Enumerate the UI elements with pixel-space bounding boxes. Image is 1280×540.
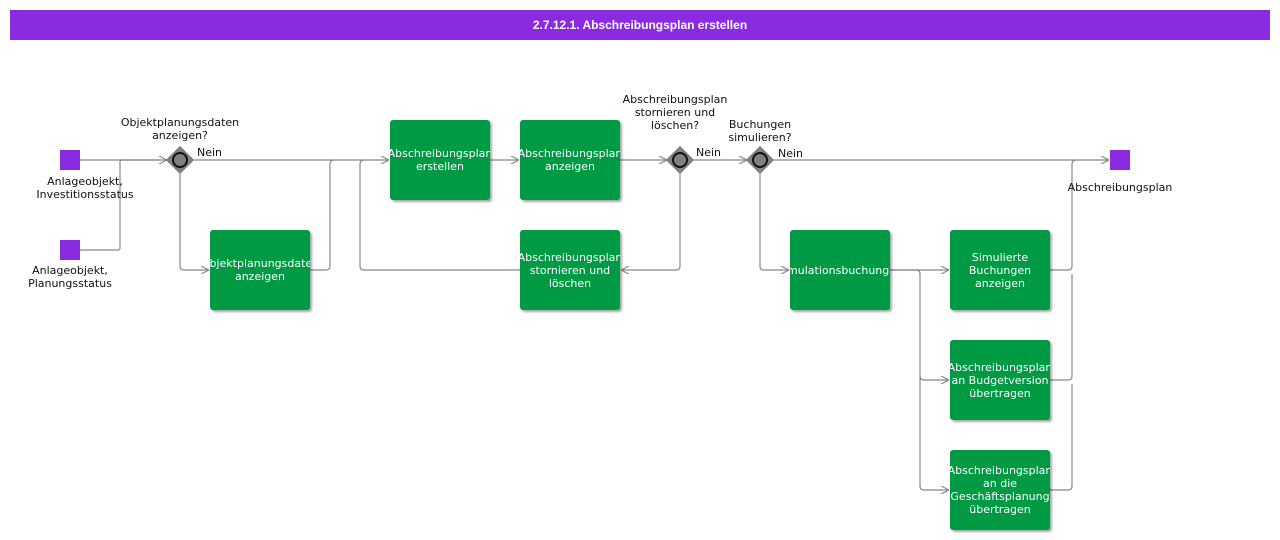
gateway-objektplanungsdaten-label: Objektplanungsdaten anzeigen? <box>120 116 240 142</box>
start-event-plan <box>60 240 80 260</box>
edge-plan-to-g1 <box>80 159 160 251</box>
task-abschreibungsplan-stornieren[interactable]: Abschreibungsplan stornieren und löschen <box>520 230 620 310</box>
edge-g2-to-stornieren <box>622 174 681 270</box>
task-simulationsbuchungen[interactable]: Simulationsbuchungen <box>790 230 890 310</box>
gateway-stornieren-label: Abschreibungsplan stornieren und löschen… <box>622 93 728 132</box>
gateway-marker-icon <box>752 152 768 168</box>
start-event-invest <box>60 150 80 170</box>
edge-sim-split <box>890 269 948 490</box>
task-an-budgetversion-uebertragen[interactable]: Abschreibungsplan an Budgetversion übert… <box>950 340 1050 420</box>
end-event <box>1110 150 1130 170</box>
edge-budget-to-end <box>1050 274 1073 381</box>
gateway-marker-icon <box>172 152 188 168</box>
flow-label-nein-1: Nein <box>197 146 223 159</box>
edge-g1-to-objekt <box>179 174 208 270</box>
flow-label-nein-2: Nein <box>696 146 722 159</box>
edge-g3-to-sim <box>759 174 788 270</box>
diagram-title: 2.7.12.1. Abschreibungsplan erstellen <box>10 10 1270 40</box>
edge-merge-end <box>1050 159 1077 271</box>
edge-objekt-to-merge <box>310 159 335 271</box>
edge-stornieren-loop <box>359 159 520 271</box>
start-event-plan-label: Anlageobjekt, Planungsstatus <box>28 264 112 290</box>
end-event-label: Abschreibungsplan <box>1067 181 1173 194</box>
task-objektplanungsdaten-anzeigen[interactable]: Objektplanungsdaten anzeigen <box>210 230 310 310</box>
edge-sim-to-budget <box>919 375 948 380</box>
task-an-geschaeftsplanung-uebertragen[interactable]: Abschreibungsplan an die Geschäftsplanun… <box>950 450 1050 530</box>
task-abschreibungsplan-erstellen[interactable]: Abschreibungsplan erstellen <box>390 120 490 200</box>
edge-gp-to-end <box>1050 384 1073 491</box>
flow-label-nein-3: Nein <box>778 147 804 160</box>
gateway-buchungen-label: Buchungen simulieren? <box>728 118 792 144</box>
task-abschreibungsplan-anzeigen[interactable]: Abschreibungsplan anzeigen <box>520 120 620 200</box>
start-event-invest-label: Anlageobjekt, Investitionsstatus <box>36 175 134 201</box>
task-simulierte-buchungen-anzeigen[interactable]: Simulierte Buchungen anzeigen <box>950 230 1050 310</box>
gateway-marker-icon <box>672 152 688 168</box>
